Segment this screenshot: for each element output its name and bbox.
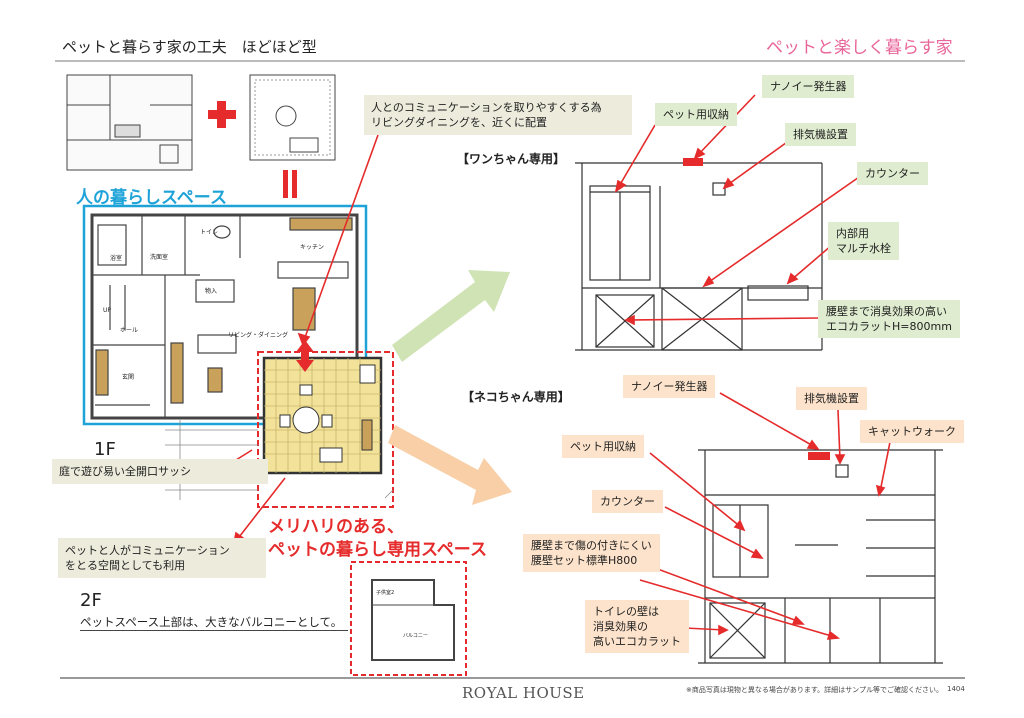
- arrow-to-cat-icon: [388, 425, 512, 505]
- mini-plan-human: [66, 74, 193, 171]
- cat-exhaust-label: 排気機設置: [796, 387, 867, 410]
- cat-wainscot-label: 腰壁まで傷の付きにくい 腰壁セット標準H800: [523, 534, 660, 572]
- label-entrance: 玄関: [122, 374, 135, 381]
- pet-room-plan: [262, 356, 383, 475]
- pet-space-frame: [257, 351, 394, 508]
- page-title: ペットと暮らす家の工夫 ほどほど型: [62, 38, 317, 56]
- dog-pointers: [614, 94, 863, 326]
- cat-toilet-wall-label: トイレの壁は 消臭効果の 高いエコカラット: [585, 600, 689, 653]
- floor-plan-2f: [350, 561, 467, 676]
- dog-nanoe-label: ナノイー発生器: [762, 75, 855, 98]
- dog-tile-label: 腰壁まで消臭効果の高い エコカラットH=800mm: [818, 300, 960, 338]
- label-washroom: 洗面室: [150, 254, 169, 261]
- dog-heading: 【ワンちゃん専用】: [457, 152, 566, 166]
- pet-space-title: メリハリのある、 ペットの暮らし専用スペース: [268, 517, 487, 560]
- label-living: リビング・ダイニング: [228, 332, 289, 339]
- footer-divider: [60, 677, 965, 679]
- dog-faucet-label: 内部用 マルチ水栓: [828, 222, 899, 260]
- cat-nanoe-label: ナノイー発生器: [623, 375, 716, 398]
- header-divider: [55, 60, 965, 62]
- cat-heading: 【ネコちゃん専用】: [462, 390, 570, 404]
- floor-1f-label: 1F: [94, 439, 116, 460]
- floor-2f-label: 2F: [80, 590, 102, 611]
- cat-nanoe-unit: [808, 452, 830, 460]
- cat-pointers: [619, 392, 891, 640]
- equals-icon: [283, 170, 297, 198]
- dog-exhaust-label: 排気機設置: [785, 123, 856, 146]
- cat-pet-storage-label: ペット用収納: [562, 435, 644, 458]
- label-storage: 物入: [205, 288, 218, 295]
- double-arrow-icon: [296, 340, 314, 372]
- label-hall: ホール: [120, 327, 139, 334]
- label-toilet: トイレ: [200, 229, 219, 236]
- dog-nanoe-unit: [683, 158, 703, 166]
- brand-logo: ROYAL HOUSE: [462, 684, 585, 702]
- cat-catwalk-label: キャットウォーク: [860, 420, 964, 443]
- human-space-title: 人の暮らしスペース: [76, 188, 227, 208]
- callout-sash: 庭で遊び易い全開口サッシ: [52, 459, 268, 484]
- human-space-frame: [82, 204, 368, 426]
- label-up: UP: [103, 307, 112, 314]
- mini-plan-pet: [249, 74, 336, 161]
- cat-counter-label: カウンター: [592, 490, 663, 513]
- dog-pet-storage-label: ペット用収納: [655, 103, 737, 126]
- label-kitchen: キッチン: [300, 244, 325, 251]
- page-number: 1404: [947, 685, 965, 693]
- cat-elevation: [698, 449, 943, 664]
- label-bath: 浴室: [110, 255, 123, 262]
- footer-note: ※商品写真は現物と異なる場合があります。詳細はサンプル等でご確認ください。: [686, 686, 943, 694]
- label-balcony: バルコニー: [403, 633, 428, 639]
- dog-counter-label: カウンター: [857, 162, 928, 185]
- arrow-to-dog-icon: [392, 270, 510, 362]
- callout-shared-space: ペットと人がコミュニケーション をとる空間としても利用: [58, 538, 266, 578]
- label-kids-room: 子供室2: [376, 590, 395, 596]
- floor-2f-note: ペットスペース上部は、大きなバルコニーとして。: [80, 615, 343, 629]
- page-subtitle: ペットと楽しく暮らす家: [766, 38, 953, 58]
- dog-elevation: [575, 162, 823, 351]
- plus-icon: [208, 101, 236, 128]
- callout-communication: 人とのコミュニケーションを取りやすくする為 リビングダイニングを、近くに配置: [364, 95, 632, 135]
- floor-2f-underline: [80, 630, 348, 631]
